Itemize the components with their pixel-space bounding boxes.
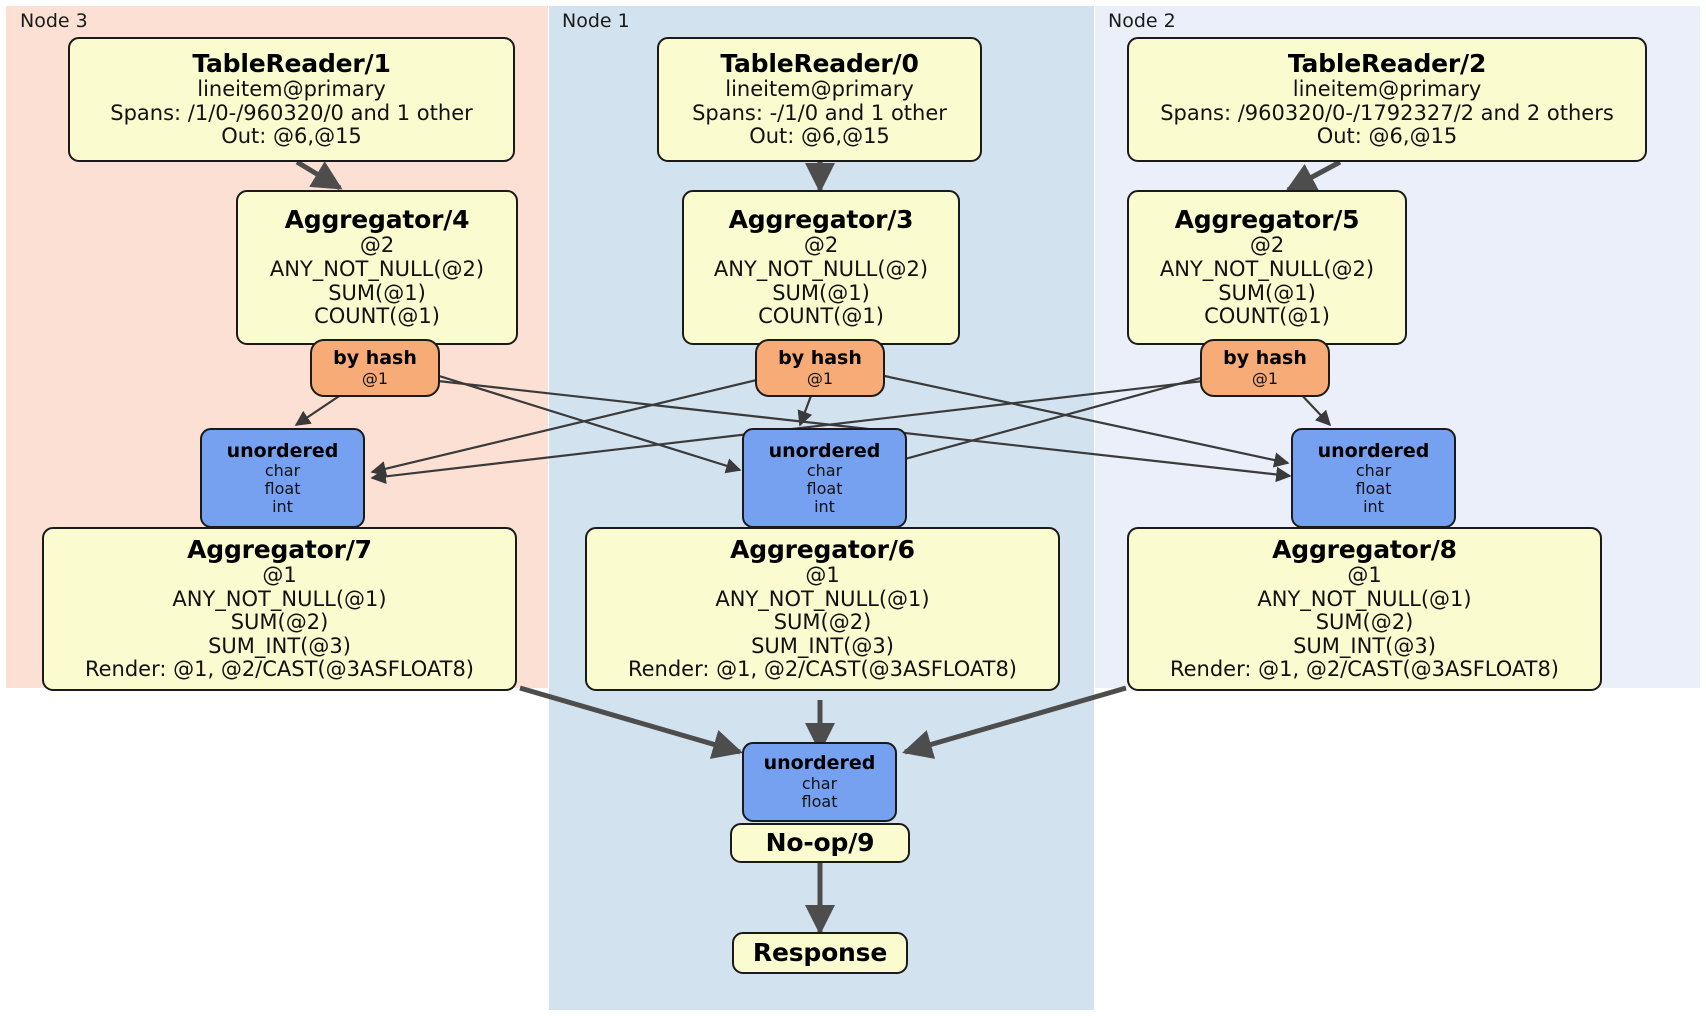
processor-title: Aggregator/3 [728, 205, 914, 235]
synchronizer-detail: float [264, 478, 301, 498]
processor-aggregator-3[interactable]: Aggregator/3 @2 ANY_NOT_NULL(@2) SUM(@1)… [682, 190, 960, 345]
processor-detail: ANY_NOT_NULL(@1) [172, 586, 387, 611]
processor-noop-9[interactable]: No-op/9 [730, 823, 910, 863]
processor-aggregator-8[interactable]: Aggregator/8 @1 ANY_NOT_NULL(@1) SUM(@2)… [1127, 527, 1602, 691]
synchronizer-detail: char [801, 773, 838, 793]
router-title: by hash [778, 347, 862, 370]
processor-detail: @2 [803, 233, 839, 258]
router-by-hash-right[interactable]: by hash @1 [1200, 339, 1330, 397]
processor-table-reader-2[interactable]: TableReader/2 lineitem@primary Spans: /9… [1127, 37, 1647, 162]
processor-detail: Out: @6,@15 [1316, 124, 1458, 149]
processor-aggregator-5[interactable]: Aggregator/5 @2 ANY_NOT_NULL(@2) SUM(@1)… [1127, 190, 1407, 345]
region-label-node-3: Node 3 [20, 10, 88, 32]
processor-table-reader-1[interactable]: TableReader/1 lineitem@primary Spans: /1… [68, 37, 515, 162]
processor-detail: SUM(@1) [1218, 280, 1316, 305]
processor-detail: Spans: /960320/0-/1792327/2 and 2 others [1160, 100, 1614, 125]
synchronizer-detail: float [1355, 478, 1392, 498]
processor-detail: lineitem@primary [197, 77, 386, 102]
processor-detail: Render: @1, @2/CAST(@3ASFLOAT8) [627, 657, 1018, 682]
processor-detail: COUNT(@1) [314, 304, 440, 329]
router-title: by hash [333, 347, 417, 370]
processor-detail: Spans: -/1/0 and 1 other [692, 100, 947, 125]
synchronizer-title: unordered [226, 439, 339, 462]
processor-detail: SUM_INT(@3) [1293, 633, 1436, 658]
processor-response[interactable]: Response [732, 932, 908, 974]
synchronizer-detail: char [806, 460, 843, 480]
synchronizer-title: unordered [763, 752, 876, 775]
router-detail: @1 [361, 368, 389, 388]
processor-detail: Spans: /1/0-/960320/0 and 1 other [110, 100, 473, 125]
synchronizer-detail: float [801, 791, 838, 811]
processor-detail: SUM(@2) [230, 610, 329, 635]
processor-detail: @1 [1347, 563, 1382, 588]
processor-aggregator-4[interactable]: Aggregator/4 @2 ANY_NOT_NULL(@2) SUM(@1)… [236, 190, 518, 345]
processor-title: Aggregator/4 [284, 205, 470, 235]
processor-detail: @1 [805, 563, 840, 588]
processor-table-reader-0[interactable]: TableReader/0 lineitem@primary Spans: -/… [657, 37, 982, 162]
router-by-hash-left[interactable]: by hash @1 [310, 339, 440, 397]
processor-detail: ANY_NOT_NULL(@1) [715, 586, 930, 611]
synchronizer-unordered-center[interactable]: unordered char float int [742, 428, 907, 528]
router-detail: @1 [806, 368, 834, 388]
synchronizer-detail: char [264, 460, 301, 480]
processor-detail: Render: @1, @2/CAST(@3ASFLOAT8) [84, 657, 475, 682]
processor-detail: Out: @6,@15 [749, 124, 890, 149]
processor-aggregator-7[interactable]: Aggregator/7 @1 ANY_NOT_NULL(@1) SUM(@2)… [42, 527, 517, 691]
processor-aggregator-6[interactable]: Aggregator/6 @1 ANY_NOT_NULL(@1) SUM(@2)… [585, 527, 1060, 691]
processor-detail: Render: @1, @2/CAST(@3ASFLOAT8) [1169, 657, 1560, 682]
synchronizer-title: unordered [768, 439, 881, 462]
synchronizer-unordered-final[interactable]: unordered char float [742, 742, 897, 822]
processor-title: TableReader/0 [720, 49, 919, 79]
processor-title: Aggregator/5 [1174, 205, 1360, 235]
processor-detail: Out: @6,@15 [221, 124, 362, 149]
processor-title: Aggregator/8 [1272, 535, 1457, 565]
processor-title: Aggregator/6 [730, 535, 915, 565]
processor-detail: ANY_NOT_NULL(@2) [269, 256, 485, 281]
processor-detail: ANY_NOT_NULL(@2) [1159, 256, 1375, 281]
processor-title: Response [752, 938, 888, 967]
processor-detail: COUNT(@1) [1204, 304, 1330, 329]
synchronizer-unordered-right[interactable]: unordered char float int [1291, 428, 1456, 528]
processor-detail: SUM_INT(@3) [751, 633, 894, 658]
processor-detail: SUM(@2) [1315, 610, 1414, 635]
synchronizer-detail: int [1363, 496, 1384, 516]
processor-detail: SUM(@1) [772, 280, 870, 305]
processor-title: TableReader/1 [192, 49, 391, 79]
synchronizer-title: unordered [1317, 439, 1430, 462]
processor-detail: lineitem@primary [725, 77, 914, 102]
processor-detail: SUM(@1) [328, 280, 426, 305]
router-detail: @1 [1251, 368, 1279, 388]
processor-detail: ANY_NOT_NULL(@2) [713, 256, 929, 281]
processor-detail: lineitem@primary [1292, 77, 1482, 102]
router-title: by hash [1223, 347, 1307, 370]
router-by-hash-center[interactable]: by hash @1 [755, 339, 885, 397]
processor-title: TableReader/2 [1287, 49, 1487, 79]
processor-detail: @2 [1249, 233, 1285, 258]
region-label-node-2: Node 2 [1108, 10, 1176, 32]
synchronizer-detail: float [806, 478, 843, 498]
synchronizer-detail: char [1355, 460, 1392, 480]
processor-detail: @1 [262, 563, 297, 588]
processor-detail: COUNT(@1) [758, 304, 884, 329]
synchronizer-detail: int [272, 496, 293, 516]
processor-detail: SUM(@2) [773, 610, 872, 635]
region-label-node-1: Node 1 [562, 10, 630, 32]
synchronizer-detail: int [814, 496, 835, 516]
processor-detail: ANY_NOT_NULL(@1) [1257, 586, 1472, 611]
processor-title: Aggregator/7 [187, 535, 372, 565]
synchronizer-unordered-left[interactable]: unordered char float int [200, 428, 365, 528]
processor-detail: SUM_INT(@3) [208, 633, 351, 658]
processor-detail: @2 [359, 233, 395, 258]
processor-title: No-op/9 [765, 828, 875, 857]
